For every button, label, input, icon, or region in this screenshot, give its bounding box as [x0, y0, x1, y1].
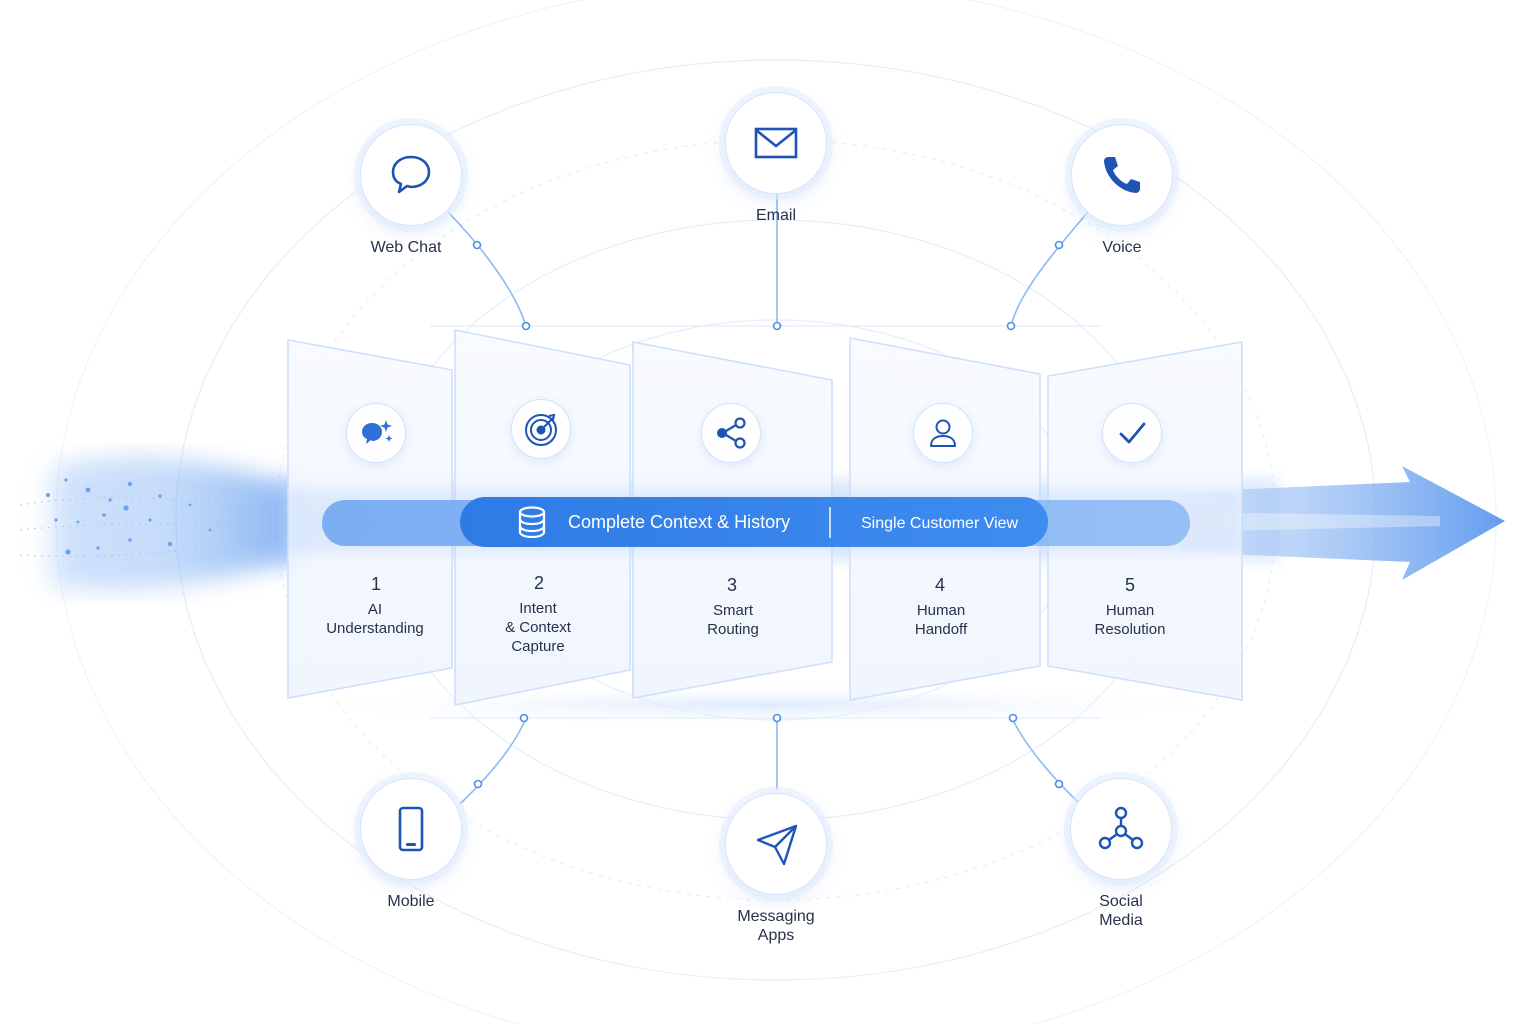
- stage-number: 2: [533, 573, 544, 593]
- stage-number: 3: [726, 575, 737, 595]
- flow-arrow: [1180, 466, 1505, 580]
- context-bar: [460, 497, 1048, 547]
- channel-label: Mobile: [387, 893, 435, 910]
- channel-messaging-apps[interactable]: Messaging Apps: [676, 793, 876, 945]
- share-icon: [701, 403, 761, 463]
- stage-label: Intent & Context Capture: [505, 600, 571, 655]
- ai-chat-sparkle-icon: [346, 403, 406, 463]
- top-connectors: [447, 180, 1089, 805]
- channel-label: Web Chat: [370, 239, 442, 256]
- stage-label: Smart Routing: [707, 602, 759, 638]
- user-icon: [913, 403, 973, 463]
- stage-label: Human Resolution: [1094, 602, 1166, 638]
- particle-dots: [46, 478, 212, 555]
- paper-plane-icon: [756, 824, 798, 866]
- channel-voice[interactable]: Voice: [1022, 124, 1222, 257]
- single-customer-view-label: Single Customer View: [861, 515, 1019, 532]
- context-history-label: Complete Context & History: [568, 512, 791, 532]
- target-icon: [511, 399, 571, 459]
- check-icon: [1102, 403, 1162, 463]
- stage-number: 1: [370, 574, 381, 594]
- stage-label: Human Handoff: [914, 602, 968, 638]
- channel-label: Email: [755, 207, 796, 224]
- stage-number: 4: [934, 575, 945, 595]
- channel-email[interactable]: Email: [676, 92, 876, 225]
- channel-label: Voice: [1102, 239, 1142, 256]
- channel-label: Messaging Apps: [737, 908, 815, 944]
- stage-label: AI Understanding: [326, 601, 424, 637]
- channel-web-chat[interactable]: Web Chat: [311, 124, 511, 257]
- mobile-phone-icon: [398, 806, 424, 852]
- network-nodes-icon: [1098, 806, 1144, 850]
- chat-bubble-icon: [391, 155, 431, 194]
- database-icon: [518, 506, 546, 538]
- channel-label: Social Media: [1099, 893, 1143, 929]
- envelope-icon: [754, 127, 798, 159]
- stage-number: 5: [1124, 575, 1135, 595]
- phone-icon: [1104, 157, 1140, 193]
- channel-mobile[interactable]: Mobile: [311, 778, 511, 911]
- channel-social-media[interactable]: Social Media: [1021, 778, 1221, 930]
